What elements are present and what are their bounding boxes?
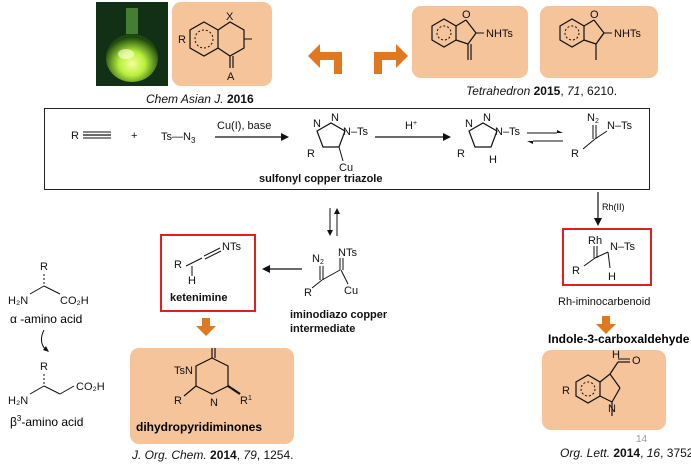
svg-text:R: R (174, 395, 182, 407)
svg-text:N–Ts: N–Ts (343, 126, 369, 138)
svg-text:H: H (612, 350, 620, 361)
flask-photo (96, 2, 168, 86)
ref-org-lett: Org. Lett. 2014, 16, 3752. (560, 446, 691, 460)
curved-arrow-left-icon (308, 44, 342, 74)
iminodiazo-caption: iminodiazo copper intermediate (290, 309, 388, 335)
chromene-structure: R X A (178, 11, 252, 83)
svg-text:H₂N: H₂N (8, 395, 28, 407)
svg-text:N: N (210, 397, 218, 409)
dihydropyridiminones-box: O TsN N R R1 dihydropyridiminones (130, 338, 294, 444)
arrow-to-ketenimine-icon (262, 265, 302, 273)
sulfonyl-copper-triazole-label: sulfonyl copper triazole (259, 173, 383, 185)
alpha-amino-acid-structure: R H₂N CO₂H (8, 261, 89, 307)
indole-box: R O H N (542, 349, 666, 430)
tosyl-azide: Ts—N3 (161, 131, 196, 145)
structure-box-dihydrobenzofuran: O NHTs (412, 6, 528, 78)
svg-text:NTs: NTs (338, 248, 357, 259)
svg-text:O: O (632, 355, 641, 367)
ketenimine-label: ketenimine (170, 292, 228, 304)
svg-text:R: R (457, 148, 465, 160)
svg-text:N–Ts: N–Ts (610, 241, 636, 253)
structure-box-benzofuran: O NHTs (540, 6, 658, 78)
nhts-label: NHTs (486, 28, 513, 40)
rh-catalyst-label: Rh(II) (602, 202, 625, 212)
alpha-amino-acid-label: α -amino acid (10, 312, 83, 326)
svg-text:R: R (572, 265, 580, 277)
ref-tetrahedron: Tetrahedron 2015, 71, 6210. (466, 84, 618, 98)
svg-text:Cu: Cu (339, 162, 353, 174)
ref-joc: J. Org. Chem. 2014, 79, 1254. (132, 448, 294, 462)
proton-label: H+ (405, 120, 417, 132)
svg-text:N–Ts: N–Ts (607, 120, 633, 132)
nhts-label-2: NHTs (614, 28, 641, 40)
rh-arrow-icon (594, 192, 602, 226)
curved-arrow-right-icon (374, 44, 408, 74)
a-label: A (227, 71, 235, 83)
svg-text:TsN: TsN (174, 365, 193, 377)
structure-box-left: R X A (172, 2, 272, 86)
svg-text:CO₂H: CO₂H (76, 381, 105, 393)
svg-text:R: R (174, 259, 182, 271)
diazo-n2: N2 (587, 112, 599, 125)
orange-down-arrow-left (196, 318, 216, 336)
svg-text:N: N (313, 118, 321, 130)
r-label: R (178, 34, 186, 46)
svg-text:R: R (40, 361, 48, 373)
beta-amino-acid-structure: R H₂N CO₂H (8, 361, 105, 407)
svg-text:H₂N: H₂N (8, 295, 28, 307)
page-number: 14 (636, 434, 648, 445)
ref-chem-asian: Chem Asian J. 2016 (146, 92, 254, 106)
svg-text:R: R (40, 261, 48, 273)
equilibrium-vertical-icon (327, 208, 340, 236)
rh-iminocarbenoid-box: Rh R H N–Ts (562, 228, 652, 286)
main-scheme-box: R + Ts—N3 Cu(I), base N N N–Ts R Cu H+ N… (44, 108, 650, 190)
svg-text:R1: R1 (240, 395, 252, 407)
svg-text:R: R (562, 385, 570, 397)
svg-text:R: R (304, 287, 312, 299)
curved-arrow-down-icon (40, 330, 49, 352)
dihydropyridiminones-label: dihydropyridiminones (136, 420, 263, 434)
svg-text:N: N (608, 403, 616, 415)
svg-text:H: H (608, 271, 616, 283)
conditions-label: Cu(I), base (217, 120, 271, 132)
iminodiazo-structure: N2 R NTs Cu (304, 248, 358, 299)
beta-amino-acid-label: β3-amino acid (10, 414, 84, 429)
svg-text:O: O (462, 9, 471, 21)
svg-text:N: N (483, 112, 491, 124)
svg-text:N: N (465, 118, 473, 130)
indole-title: Indole-3-carboxaldehyde (548, 332, 690, 346)
svg-text:N–Ts: N–Ts (495, 126, 521, 138)
svg-text:Cu: Cu (344, 285, 358, 297)
svg-text:N2: N2 (312, 253, 324, 266)
svg-text:H: H (188, 275, 196, 286)
svg-text:O: O (210, 348, 219, 350)
svg-text:NTs: NTs (222, 241, 241, 253)
svg-text:N: N (331, 112, 339, 124)
svg-text:H: H (489, 154, 497, 166)
alkyne-r: R (71, 130, 79, 142)
svg-text:R: R (307, 148, 315, 160)
ketenimine-box: R H NTs ketenimine (160, 234, 256, 312)
orange-down-arrow-right (596, 316, 616, 334)
rh-iminocarbenoid-label: Rh-iminocarbenoid (558, 296, 651, 308)
svg-text:Rh: Rh (588, 235, 602, 247)
svg-text:CO₂H: CO₂H (60, 295, 89, 307)
plus-sign: + (131, 130, 137, 142)
x-label: X (226, 11, 234, 23)
svg-text:O: O (590, 9, 599, 21)
svg-text:R: R (571, 148, 579, 160)
